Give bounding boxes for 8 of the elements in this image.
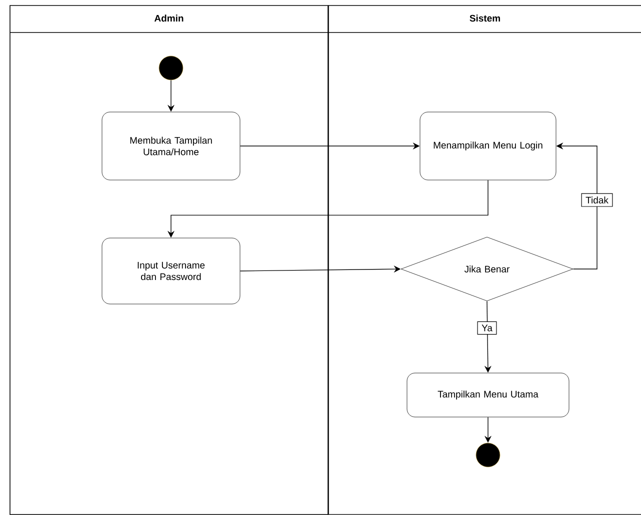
edge-label: Ya <box>477 321 497 335</box>
activity-box: Menampilkan Menu Login <box>420 112 556 180</box>
activity-box: Tampilkan Menu Utama <box>406 372 570 418</box>
activity-box: Membuka Tampilan Utama/Home <box>102 112 240 180</box>
start-circle <box>158 56 184 80</box>
end-circle <box>476 442 500 468</box>
edge-label: Tidak <box>581 193 613 207</box>
activity-box: Input Username dan Password <box>102 238 240 304</box>
